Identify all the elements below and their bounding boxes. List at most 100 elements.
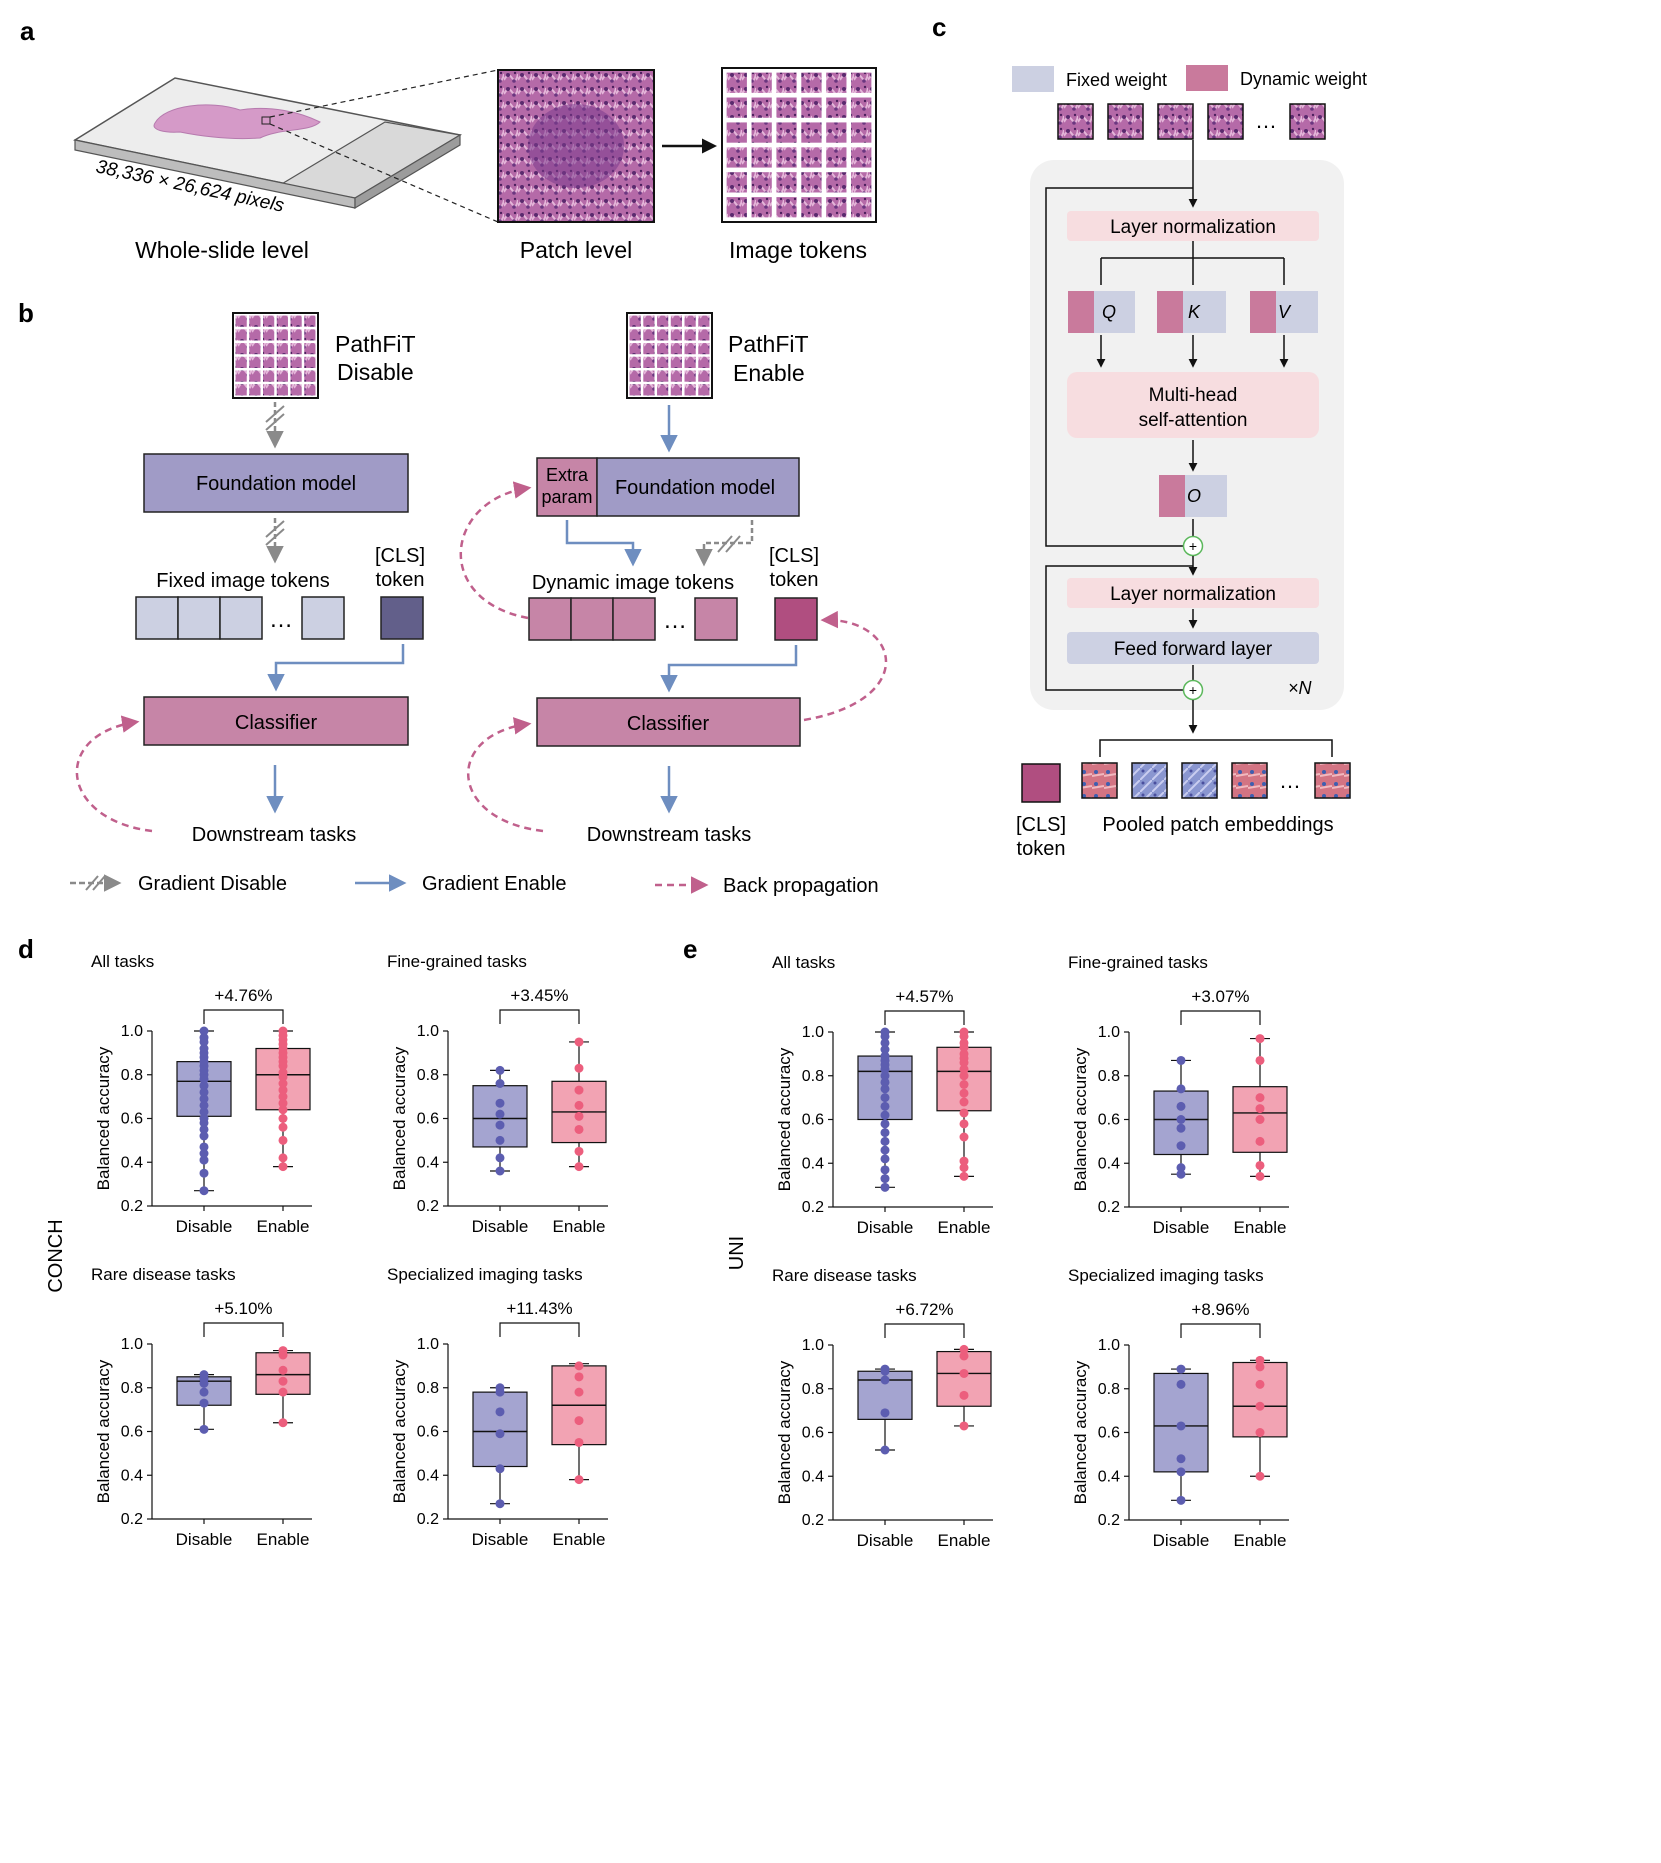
delta-label: +3.07% <box>1191 987 1249 1006</box>
image-token <box>726 147 747 168</box>
data-point <box>880 1110 890 1120</box>
k-block: K <box>1157 291 1226 333</box>
y-tick-label: 0.6 <box>121 1424 143 1441</box>
data-point <box>1255 1355 1265 1365</box>
data-point <box>495 1120 505 1130</box>
y-axis-label: Balanced accuracy <box>775 1360 794 1504</box>
box-chart-5: Fine-grained tasks+3.07%0.20.40.60.81.0B… <box>1068 953 1289 1237</box>
output-cls-label-1: [CLS] <box>1016 814 1066 836</box>
image-token <box>776 122 797 143</box>
image-token <box>776 72 797 93</box>
repeat-n-label: ×N <box>1288 678 1313 698</box>
y-axis-label: Balanced accuracy <box>1071 1360 1090 1504</box>
image-token <box>276 384 288 396</box>
fixed-token-ellipsis: … <box>269 606 293 633</box>
image-token <box>684 356 696 368</box>
token-grid-right <box>626 312 713 399</box>
data-point <box>1255 1171 1265 1181</box>
legend-gradient-disable-label: Gradient Disable <box>138 873 287 895</box>
panel-c: Fixed weight Dynamic weight … Layer norm… <box>1012 65 1367 860</box>
significance-bracket <box>499 1322 580 1337</box>
data-point <box>199 1044 209 1053</box>
image-token <box>304 315 316 327</box>
image-token <box>657 356 669 368</box>
data-point <box>880 1145 890 1155</box>
image-token <box>235 370 247 382</box>
slide-roi <box>261 116 271 125</box>
grad-disable-fm-slash <box>717 535 741 553</box>
data-point <box>1176 1141 1186 1151</box>
image-token <box>629 356 641 368</box>
image-token <box>670 343 682 355</box>
x-tick-label: Enable <box>1234 1218 1287 1237</box>
image-token <box>851 122 872 143</box>
data-point <box>880 1071 890 1081</box>
data-point <box>880 1154 890 1164</box>
y-tick-label: 0.8 <box>802 1381 824 1398</box>
delta-label: +8.96% <box>1191 1300 1249 1319</box>
input-patches <box>1057 103 1326 140</box>
data-point <box>278 1092 288 1102</box>
box-chart-6: Rare disease tasks+6.72%0.20.40.60.81.0B… <box>772 1266 993 1550</box>
image-token <box>698 315 710 327</box>
data-point <box>959 1080 969 1089</box>
image-token <box>235 315 247 327</box>
cls-label-right-1: [CLS] <box>769 545 819 567</box>
grad-disable-fm <box>695 520 754 567</box>
image-token <box>657 329 669 341</box>
data-point <box>959 1156 969 1166</box>
data-point <box>959 1097 969 1107</box>
image-token <box>851 172 872 193</box>
data-point <box>1255 1093 1265 1103</box>
image-token <box>826 147 847 168</box>
y-tick-label: 1.0 <box>417 1336 439 1353</box>
x-tick-label: Enable <box>1234 1531 1287 1550</box>
x-tick-label: Disable <box>472 1530 529 1549</box>
chart-title: All tasks <box>772 953 835 972</box>
data-point <box>574 1124 584 1134</box>
x-tick-label: Disable <box>1153 1531 1210 1550</box>
data-point <box>574 1437 584 1447</box>
y-tick-label: 0.4 <box>802 1468 824 1485</box>
data-point <box>199 1114 209 1123</box>
foundation-model-right-label: Foundation model <box>615 477 775 499</box>
data-point <box>1255 1115 1265 1124</box>
image-token <box>304 329 316 341</box>
y-tick-label: 0.8 <box>417 1067 439 1084</box>
y-tick-label: 0.6 <box>1098 1425 1120 1442</box>
image-token <box>276 329 288 341</box>
image-token <box>657 315 669 327</box>
x-tick-label: Enable <box>257 1217 310 1236</box>
output-split <box>1099 739 1333 757</box>
data-point <box>880 1084 890 1094</box>
data-point <box>199 1094 209 1104</box>
data-point <box>1255 1055 1265 1065</box>
y-tick-label: 0.6 <box>802 1425 824 1442</box>
image-token <box>263 329 275 341</box>
y-tick-label: 0.6 <box>121 1111 143 1128</box>
classifier-right <box>536 697 801 747</box>
data-point <box>199 1155 209 1165</box>
image-token <box>751 147 772 168</box>
data-point <box>495 1383 505 1393</box>
panel-b: PathFiT Disable Foundation model Fixed i… <box>70 312 888 897</box>
data-point <box>1176 1123 1186 1133</box>
data-point <box>574 1100 584 1110</box>
image-token <box>304 356 316 368</box>
y-tick-label: 1.0 <box>417 1023 439 1040</box>
fixed-token-row <box>135 596 345 640</box>
data-point <box>278 1162 288 1172</box>
data-point <box>495 1065 505 1075</box>
data-point <box>1176 1101 1186 1111</box>
caption-whole-slide: Whole-slide level <box>135 237 309 263</box>
data-point <box>278 1085 288 1095</box>
data-point <box>574 1416 584 1426</box>
image-token <box>670 315 682 327</box>
image-token <box>684 370 696 382</box>
image-token <box>290 370 302 382</box>
image-token <box>643 370 655 382</box>
legend-gradient-enable-label: Gradient Enable <box>422 873 567 895</box>
y-tick-label: 0.4 <box>802 1155 824 1172</box>
